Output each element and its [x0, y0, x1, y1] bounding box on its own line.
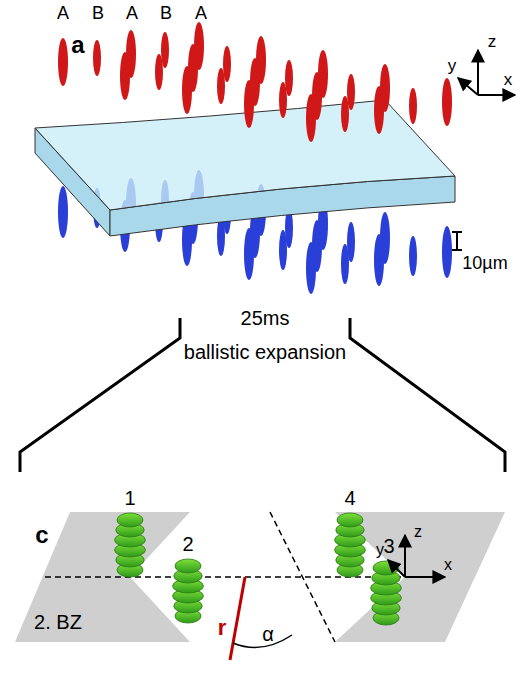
atom-cloud	[337, 513, 363, 527]
label: ballistic expansion	[184, 341, 346, 363]
label: y	[448, 57, 457, 76]
potential-well	[58, 186, 68, 238]
potential-well	[223, 46, 231, 82]
atom-clouds	[115, 513, 402, 625]
potential-well	[126, 30, 136, 78]
potential-well	[409, 236, 417, 276]
potential-well	[442, 78, 452, 126]
atom-cloud	[175, 559, 201, 573]
label: 4	[344, 487, 355, 509]
label: y	[376, 541, 384, 559]
potential-well	[194, 22, 204, 70]
potential-well	[380, 64, 390, 112]
potential-well	[93, 40, 101, 76]
scale-bar	[452, 232, 462, 250]
potential-well	[318, 50, 328, 98]
label: B	[92, 4, 104, 24]
label: 3	[383, 535, 394, 557]
potential-well	[347, 74, 355, 110]
brillouin-zone	[15, 512, 505, 660]
potential-well	[161, 32, 169, 68]
label: z	[488, 33, 497, 52]
potential-well	[58, 38, 68, 86]
label: A	[126, 4, 138, 24]
label: z	[414, 523, 422, 541]
potential-well	[347, 222, 355, 262]
potential-well	[409, 88, 417, 124]
label: 25ms	[241, 307, 290, 329]
label: A	[195, 4, 207, 24]
label: 1	[124, 487, 135, 509]
panel-letter: a	[71, 32, 84, 58]
label: B	[160, 4, 172, 24]
label: α	[262, 623, 274, 645]
label: A	[57, 4, 69, 24]
label: 10µm	[462, 254, 507, 274]
potential-well	[285, 60, 293, 96]
atom-cloud	[117, 513, 143, 527]
panel-letter: c	[35, 522, 48, 548]
label: x	[504, 71, 513, 90]
axes-c	[388, 535, 445, 577]
label: 2. BZ	[34, 611, 82, 633]
axes-a	[458, 50, 515, 95]
potential-well	[380, 212, 390, 264]
label: x	[444, 556, 452, 574]
red-lattice	[58, 22, 452, 142]
label: r	[218, 616, 227, 640]
label: 2	[182, 533, 193, 555]
expansion-bracket	[20, 318, 505, 472]
potential-well	[256, 36, 266, 84]
slab	[35, 100, 455, 236]
potential-well	[442, 226, 452, 278]
